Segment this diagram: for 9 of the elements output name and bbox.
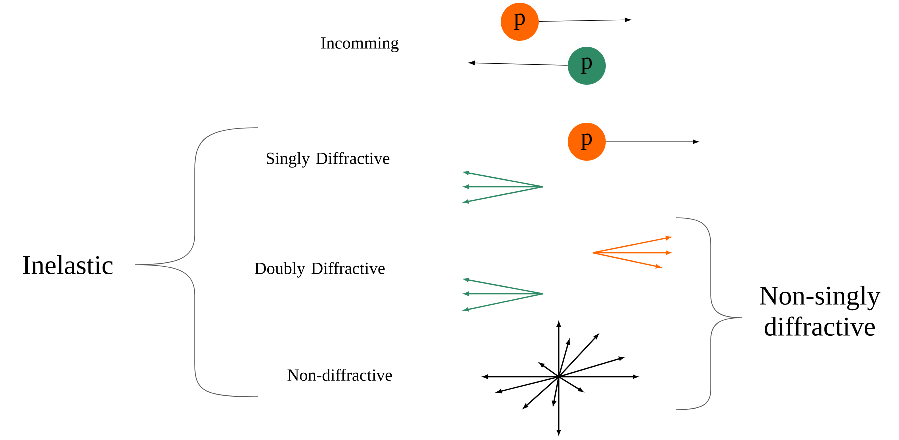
label: Singly Diffractive [267,152,390,168]
label: Incomming [321,38,399,52]
label: Doubly Diffractive [255,262,385,278]
arrow [606,140,699,144]
label: Non-diffractive [288,368,392,382]
arrow [538,18,631,22]
arrow [469,60,568,66]
label: Non-singly diffractive [760,286,881,336]
label: Inelastic [23,256,113,274]
